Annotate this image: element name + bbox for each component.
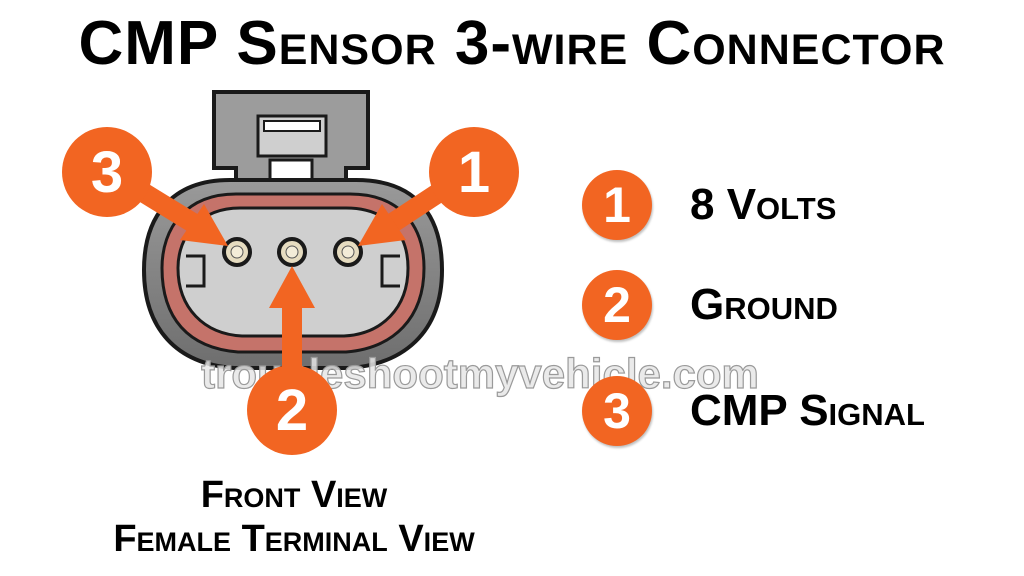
- view-caption-female-terminal: Female Terminal View: [113, 518, 475, 560]
- legend-item-2: 2 Ground: [582, 270, 838, 340]
- page-title: CMP Sensor 3-wire Connector: [78, 9, 946, 78]
- legend-label-3: CMP Signal: [690, 386, 925, 435]
- callout-badge-1: 1: [429, 127, 519, 217]
- view-caption-front: Front View: [200, 474, 388, 516]
- callout-number-1: 1: [458, 140, 490, 205]
- legend-item-1: 1 8 Volts: [582, 170, 836, 240]
- callout-number-3: 3: [91, 140, 123, 205]
- callout-number-2: 2: [276, 378, 308, 443]
- legend-item-3: 3 CMP Signal: [582, 376, 925, 446]
- connector-lock-tab: [212, 90, 370, 182]
- callout-badge-2: 2: [247, 365, 337, 455]
- callout-badge-3: 3: [62, 127, 152, 217]
- legend-badge-3: 3: [582, 376, 652, 446]
- legend-badge-1: 1: [582, 170, 652, 240]
- terminal-pin-3: [222, 237, 252, 267]
- terminal-pin-1: [333, 237, 363, 267]
- legend-label-1: 8 Volts: [690, 180, 837, 229]
- terminal-pin-2: [277, 237, 307, 267]
- legend-label-2: Ground: [690, 280, 838, 329]
- legend-badge-2: 2: [582, 270, 652, 340]
